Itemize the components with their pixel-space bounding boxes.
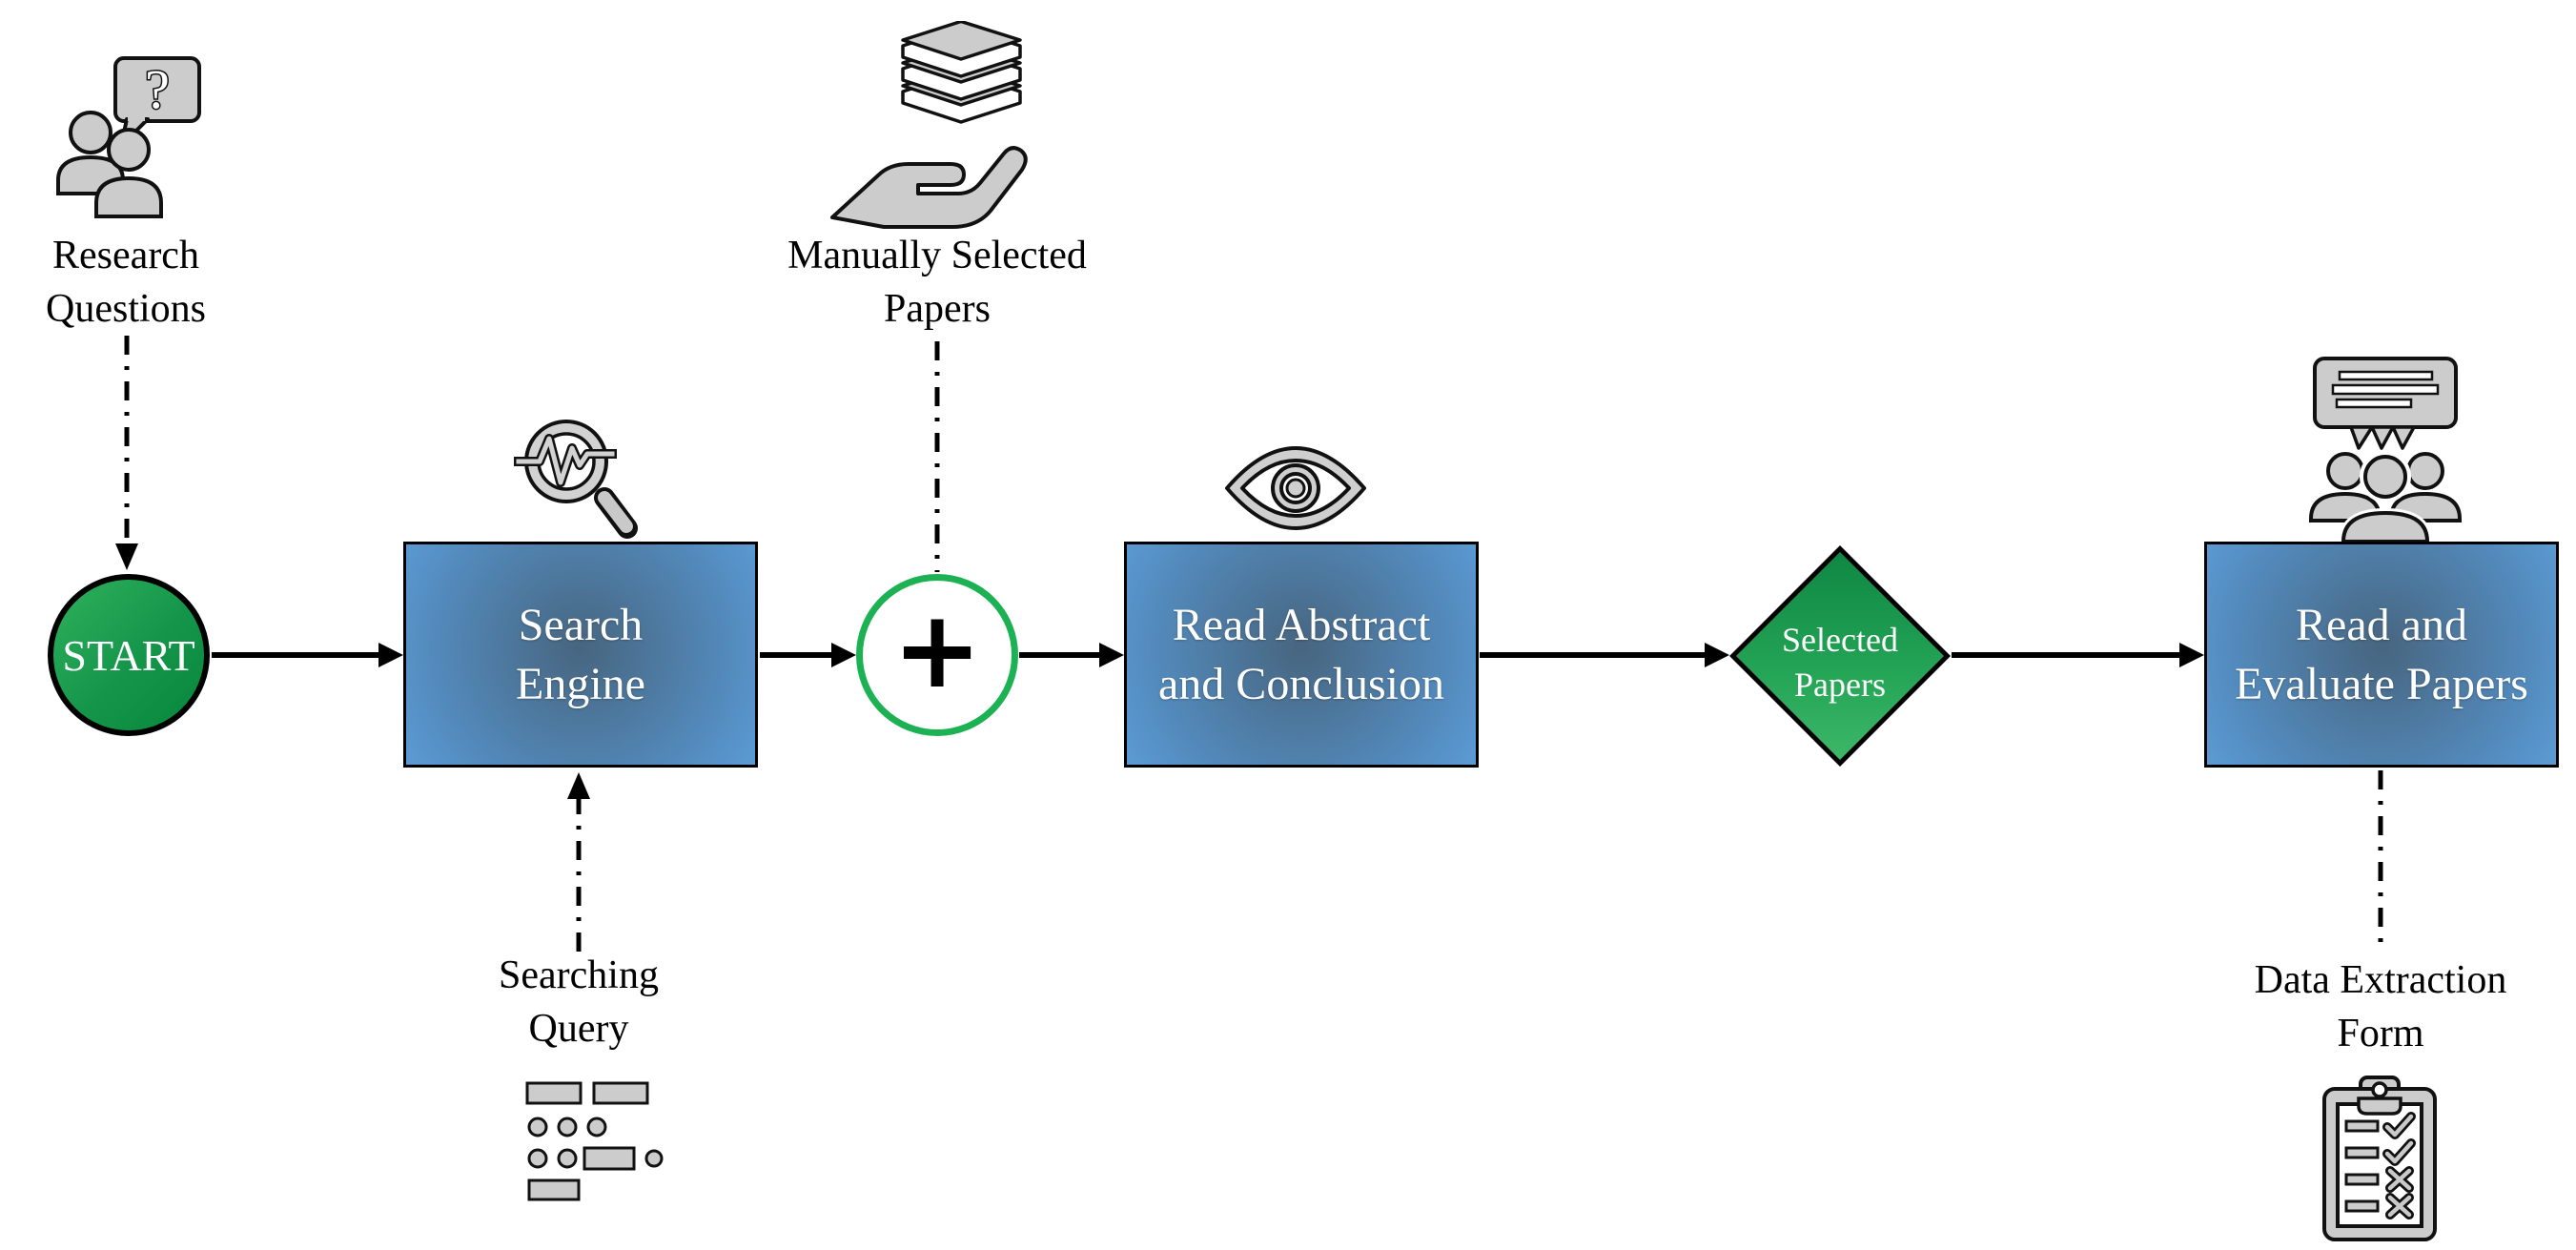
people-question-icon: ? <box>52 52 205 234</box>
read-abstract-box: Read Abstract and Conclusion <box>1124 542 1479 768</box>
read-abstract-line1: Read Abstract <box>1172 599 1431 650</box>
edge-search-engine-to-plus <box>760 643 856 667</box>
edge-start-to-search-engine <box>212 643 403 667</box>
start-node: START <box>48 574 210 736</box>
manually-selected-papers-label: Manually Selected Papers <box>787 234 1087 331</box>
edge-research-questions-to-start <box>115 336 138 570</box>
start-label: START <box>62 630 195 680</box>
edge-read-abstract-to-selected-papers <box>1480 643 1729 667</box>
research-questions-label: Research Questions <box>46 234 206 331</box>
edge-selected-papers-to-read-evaluate <box>1952 643 2204 667</box>
read-evaluate-line2: Evaluate Papers <box>2235 658 2528 709</box>
magnifier-pulse-icon <box>513 414 646 547</box>
plus-sign: + <box>892 588 982 712</box>
eye-icon <box>1223 442 1368 534</box>
question-mark-glyph: ? <box>145 58 170 120</box>
data-extraction-form-label: Data Extraction Form <box>2254 958 2507 1055</box>
searching-query-label: Searching Query <box>499 953 659 1051</box>
clipboard-checklist-icon <box>2315 1076 2444 1243</box>
people-discussion-icon <box>2288 353 2479 542</box>
search-engine-line2: Engine <box>516 658 645 709</box>
selected-papers-diamond: Selected Papers <box>1729 545 1951 767</box>
search-engine-line1: Search <box>518 599 644 650</box>
read-evaluate-line1: Read and <box>2296 599 2467 650</box>
selected-papers-label: Selected Papers <box>1782 621 1898 705</box>
merge-plus-node: + <box>856 574 1018 736</box>
read-abstract-line2: and Conclusion <box>1158 658 1444 709</box>
search-engine-box: Search Engine <box>403 542 758 768</box>
edge-searching-query-to-search-engine <box>567 772 590 952</box>
read-evaluate-box: Read and Evaluate Papers <box>2204 542 2559 768</box>
query-form-icon <box>520 1077 672 1201</box>
edge-plus-to-read-abstract <box>1019 643 1124 667</box>
hand-books-icon <box>825 21 1049 229</box>
